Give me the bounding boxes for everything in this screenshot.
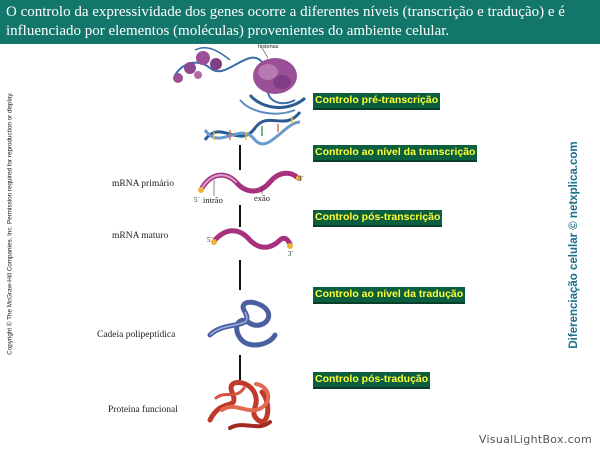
stage-label-polypeptide: Cadeia polipeptídica bbox=[97, 330, 176, 340]
primary-mrna-illustration bbox=[198, 170, 302, 196]
control-label-post-transcription: Controlo pós-transcrição bbox=[313, 210, 443, 227]
mature-mrna-illustration bbox=[211, 228, 293, 250]
control-label-pre-transcription: Controlo pré-transcrição bbox=[313, 93, 441, 110]
connector-line bbox=[239, 260, 241, 290]
chromatin-illustration bbox=[173, 47, 307, 115]
five-prime-mature-label: 5´ bbox=[207, 236, 213, 244]
polypeptide-illustration bbox=[207, 299, 278, 348]
connector-line bbox=[239, 145, 241, 170]
header-text: O controlo da expressividade dos genes o… bbox=[6, 4, 565, 39]
exon-label: exão bbox=[254, 193, 271, 203]
watermark: VisualLightBox.com bbox=[478, 433, 592, 446]
control-label-post-translation: Controlo pós-tradução bbox=[313, 372, 431, 389]
connector-line bbox=[239, 355, 241, 380]
credit-text: Diferenciação celular © netxplica.com bbox=[568, 141, 580, 349]
control-label-translation: Controlo ao nível da tradução bbox=[313, 287, 466, 304]
intron-label: intrão bbox=[203, 195, 223, 205]
three-prime-mature-label: 3´ bbox=[288, 250, 294, 258]
header-banner: O controlo da expressividade dos genes o… bbox=[0, 0, 600, 44]
stage-label-protein: Proteína funcional bbox=[108, 405, 178, 415]
protein-illustration bbox=[207, 380, 272, 430]
control-label-transcription: Controlo ao nível da transcrição bbox=[313, 145, 478, 162]
connector-line bbox=[239, 205, 241, 227]
histone-label: histonas bbox=[258, 44, 279, 50]
three-prime-label: 3´ bbox=[298, 175, 304, 183]
five-prime-label: 5´ bbox=[194, 196, 200, 204]
dna-helix-illustration bbox=[203, 111, 302, 146]
stage-label-primary-mrna: mRNA primário bbox=[112, 179, 175, 189]
stage-label-mature-mrna: mRNA maturo bbox=[112, 231, 169, 241]
